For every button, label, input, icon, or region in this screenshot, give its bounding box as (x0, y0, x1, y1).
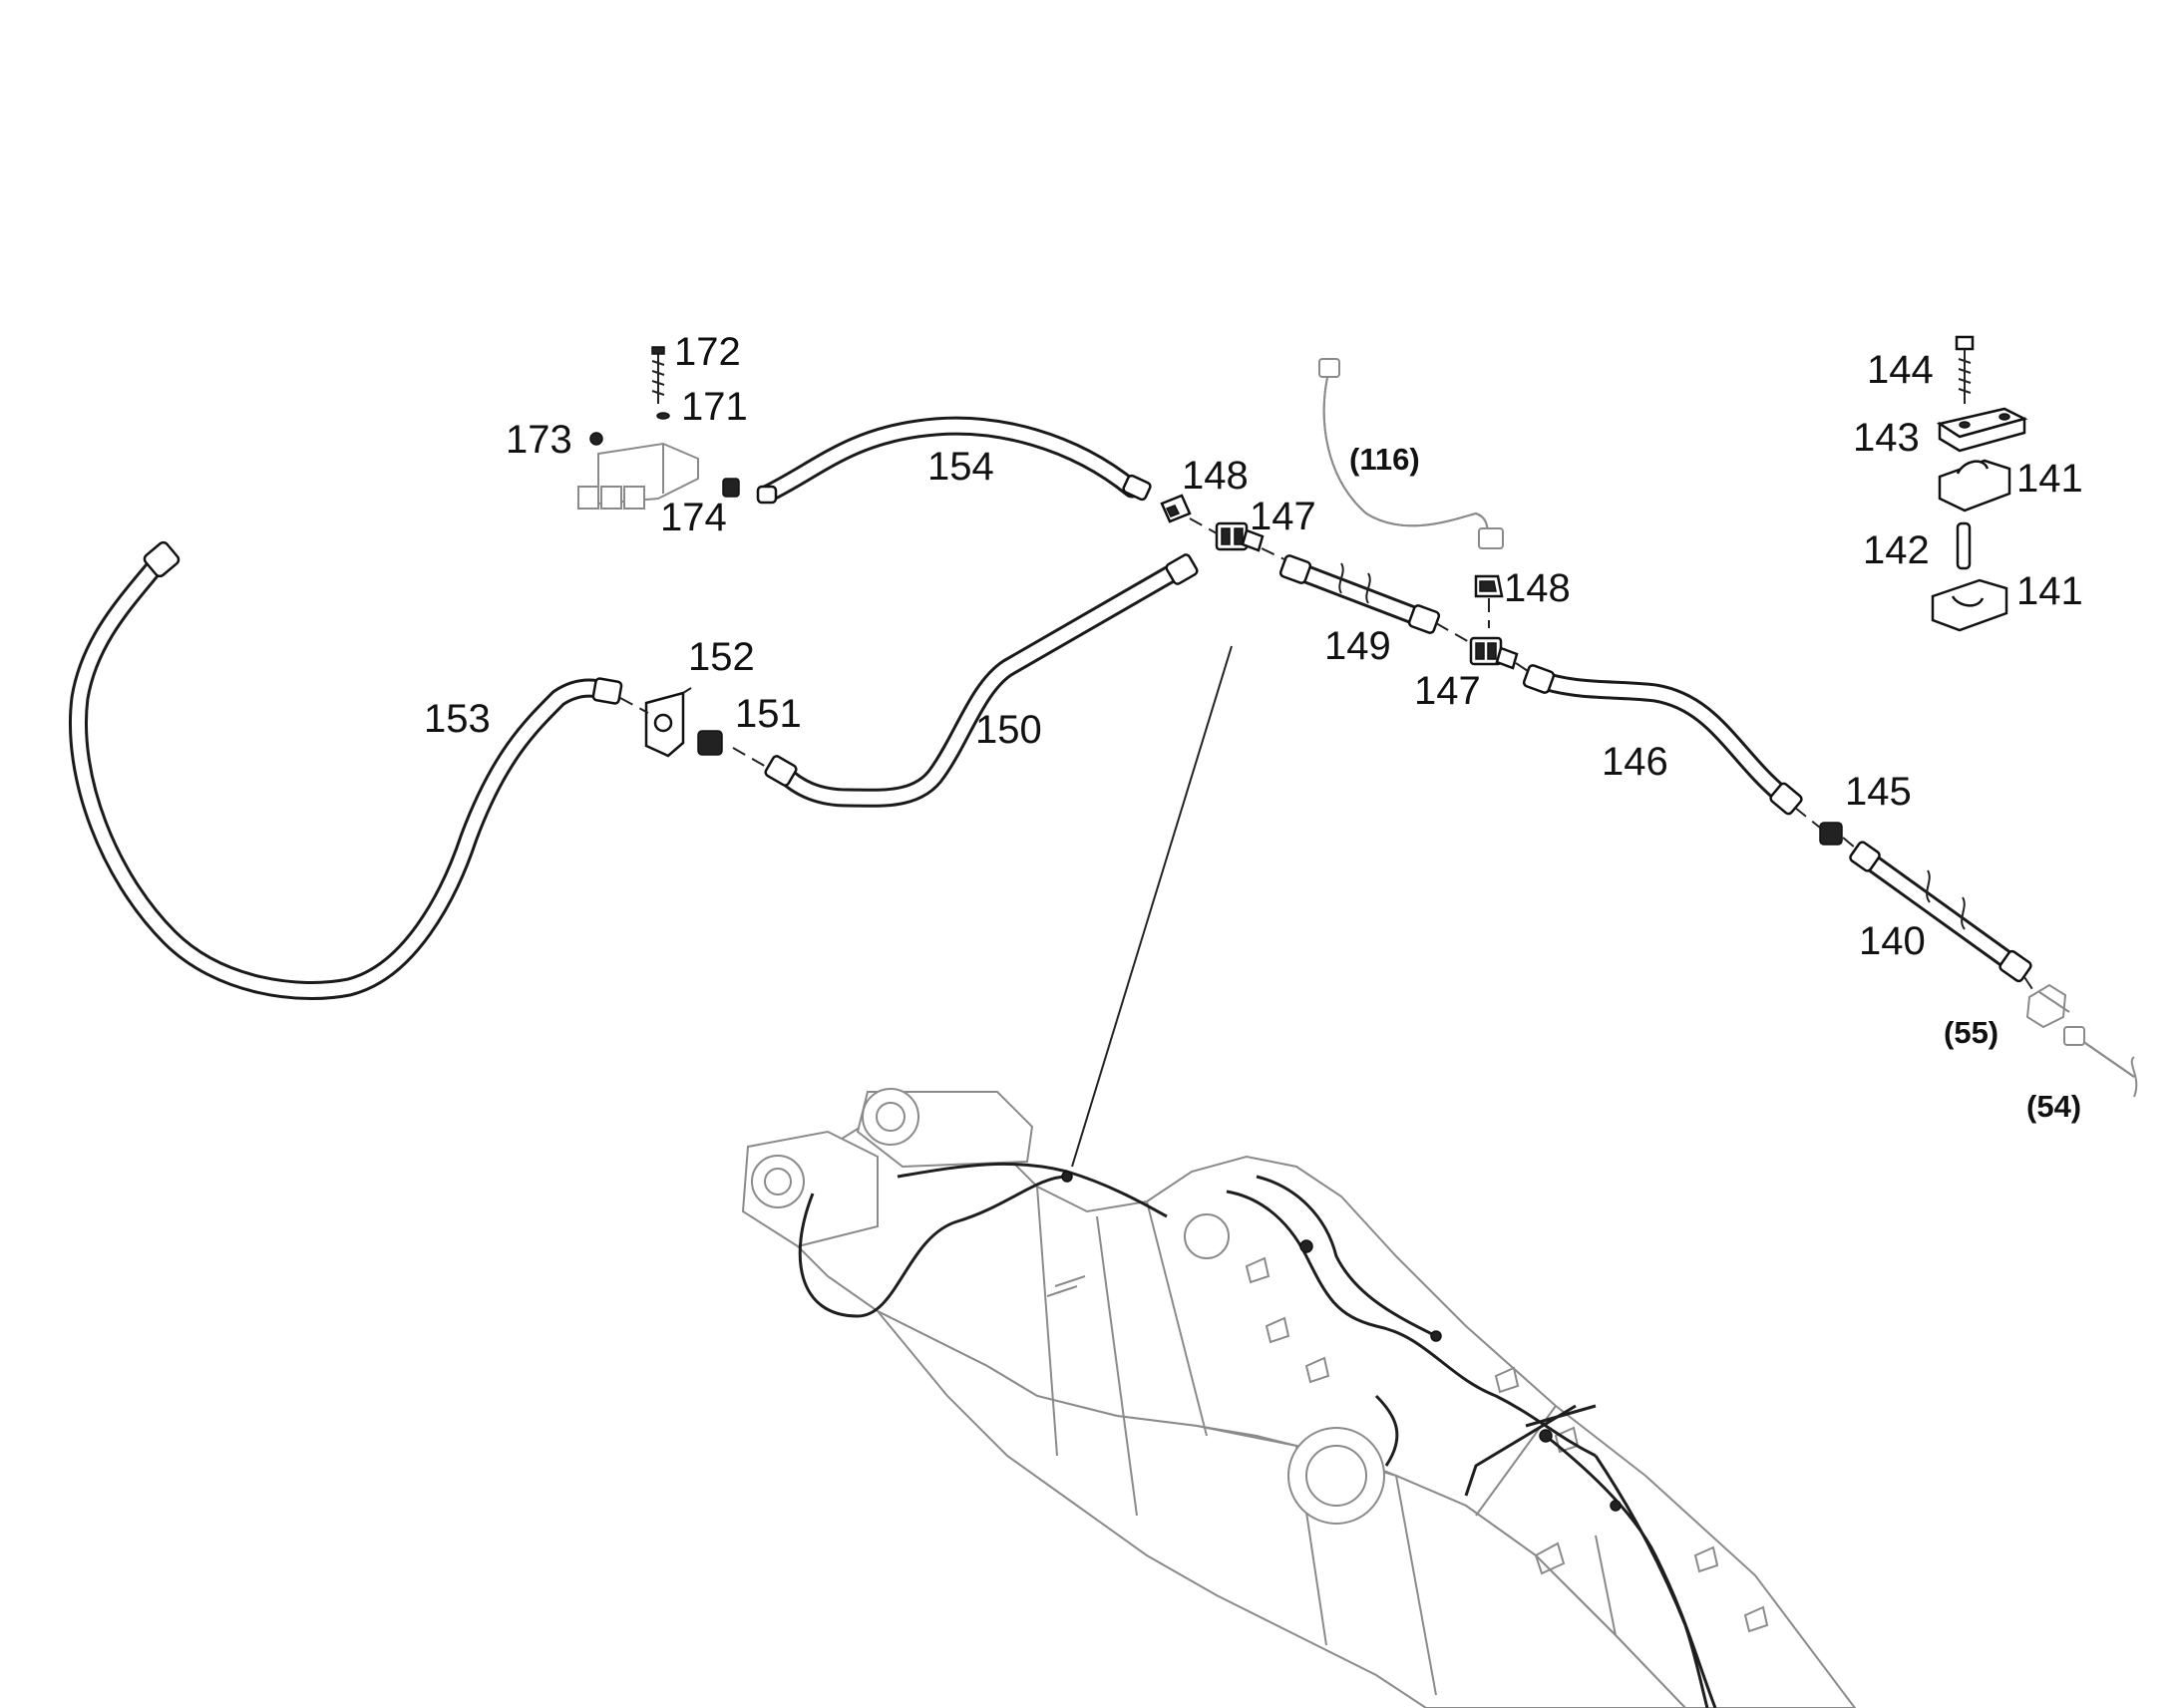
label-148-upper: 148 (1182, 454, 1249, 498)
bolt-172-icon (651, 346, 665, 404)
fitting-148a-icon (1160, 494, 1192, 523)
label-55: (55) (1944, 1015, 1998, 1050)
label-116: (116) (1349, 442, 1420, 477)
leader-line (1071, 645, 1233, 1168)
label-152: 152 (688, 635, 755, 679)
bracket-152-icon (644, 687, 692, 758)
plate-143-icon (1936, 407, 2028, 453)
label-140: 140 (1859, 919, 1926, 963)
hose-146 (1522, 664, 1803, 816)
label-54: (54) (2026, 1089, 2081, 1124)
valve-block (577, 442, 699, 510)
label-145: 145 (1845, 770, 1912, 814)
label-153: 153 (424, 697, 491, 741)
label-147-lower: 147 (1414, 669, 1481, 713)
label-150: 150 (975, 708, 1042, 752)
label-148-lower: 148 (1504, 566, 1571, 610)
hose-150 (764, 553, 1199, 808)
adapter-145-icon (1819, 822, 1843, 846)
tube-149 (1278, 554, 1441, 634)
adapter-174-icon (722, 478, 740, 498)
label-146: 146 (1602, 740, 1668, 784)
label-147-upper: 147 (1250, 495, 1316, 538)
adapter-151-icon (697, 730, 723, 756)
tee-55-icon (2025, 983, 2070, 1029)
fitting-148b-icon (1474, 574, 1504, 598)
label-151: 151 (735, 692, 802, 736)
hose-54 (2063, 1026, 2138, 1098)
label-141-lower: 141 (2016, 569, 2083, 613)
label-174: 174 (660, 496, 727, 539)
plug-173-icon (589, 432, 603, 446)
tee-147a-icon (1215, 521, 1265, 552)
hose-153 (68, 540, 623, 1000)
pin-142-icon (1956, 521, 1972, 570)
label-142: 142 (1863, 528, 1930, 572)
hose-154 (756, 416, 1152, 505)
label-144: 144 (1867, 348, 1934, 392)
label-143: 143 (1853, 416, 1920, 460)
hose-116 (1318, 358, 1504, 549)
label-172: 172 (674, 330, 741, 374)
label-149: 149 (1324, 624, 1391, 668)
tee-147b-icon (1469, 636, 1519, 670)
clamp-141b-icon (1931, 578, 2008, 632)
clamp-141a-icon (1938, 459, 2011, 512)
washer-171-icon (656, 412, 670, 420)
label-173: 173 (506, 418, 572, 462)
tube-140 (1849, 841, 2032, 983)
label-171: 171 (681, 385, 748, 429)
bolt-144-icon (1955, 335, 1975, 404)
boom-assembly (741, 1088, 1857, 1708)
label-141-upper: 141 (2016, 457, 2083, 501)
label-154: 154 (927, 445, 994, 489)
